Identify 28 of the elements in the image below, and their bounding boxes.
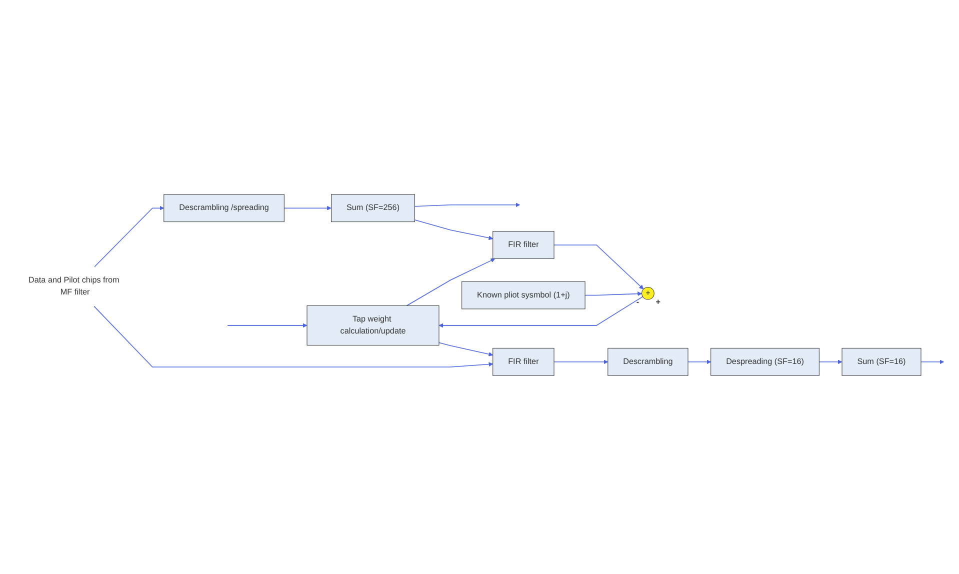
node-box: Descrambling [607, 348, 688, 376]
arrow [438, 342, 493, 356]
node-box: Tap weight calculation/update [306, 305, 439, 346]
arrow [438, 296, 643, 328]
node-box: Sum (SF=256) [330, 194, 414, 222]
arrow [226, 323, 307, 328]
arrow [553, 244, 644, 290]
node-circle: + [641, 286, 654, 300]
node-box: Sum (SF=16) [841, 348, 921, 376]
node-box: Descrambling /spreading [163, 194, 284, 222]
arrow [920, 360, 944, 364]
arrow [818, 360, 842, 364]
sign-label: - [636, 298, 639, 307]
arrow [93, 306, 493, 368]
arrow [414, 220, 493, 240]
arrow [553, 360, 608, 364]
arrow [283, 206, 331, 210]
arrow [414, 202, 520, 208]
arrow [687, 360, 711, 364]
node-box: FIR filter [492, 348, 554, 376]
arrow [584, 292, 642, 296]
node-text: Data and Pilot chips from MF filter [28, 276, 119, 297]
sign-label: + [655, 298, 660, 307]
node-box: Known pliot sysmbol (1+j) [461, 281, 585, 310]
arrow [94, 206, 164, 268]
node-box: Despreading (SF=16) [710, 348, 819, 376]
arrow [406, 258, 495, 306]
node-box: FIR filter [492, 231, 554, 259]
